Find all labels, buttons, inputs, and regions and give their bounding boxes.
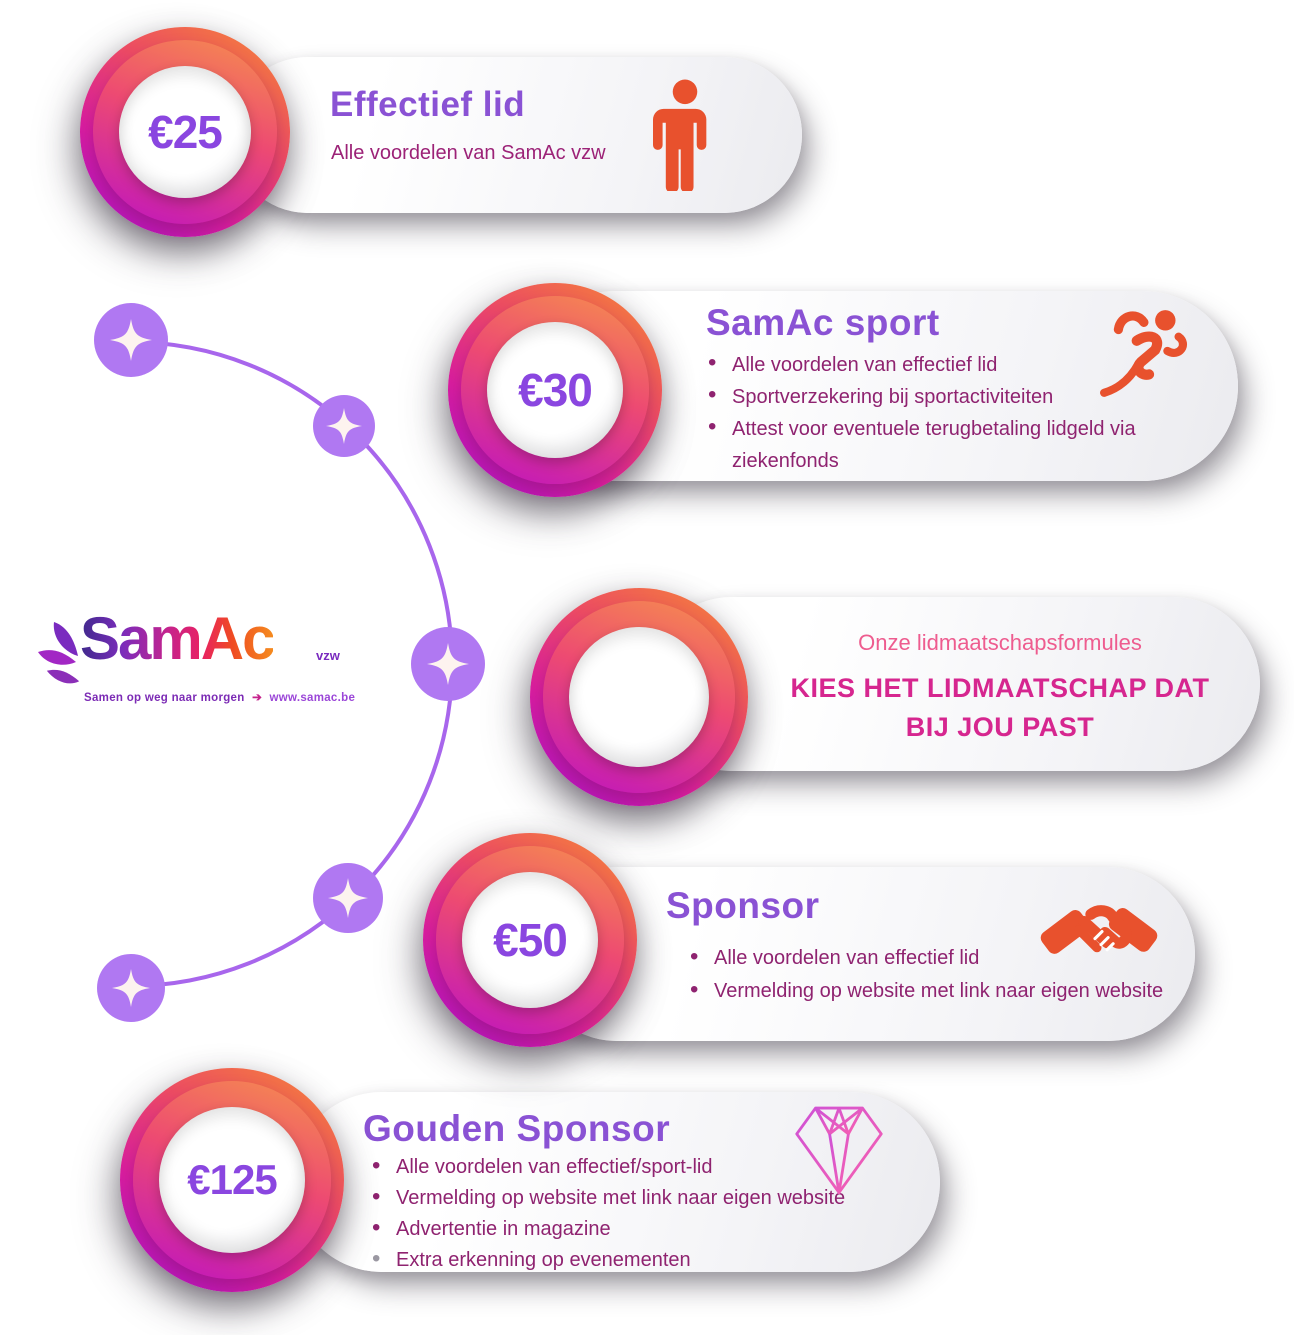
center-heading-line1: KIES HET LIDMAATSCHAP DAT: [790, 673, 1210, 703]
sparkle-node: [313, 395, 375, 457]
sparkle-node: [313, 863, 383, 933]
price-badge-gouden-sponsor: €125: [120, 1068, 344, 1292]
diamond-icon: [780, 1094, 898, 1207]
benefit-list: Alle voordelen van effectief lid Sportve…: [706, 347, 1176, 477]
benefit-list: Alle voordelen van effectief/sport-lid V…: [370, 1150, 880, 1276]
tier-card-gouden-sponsor: Gouden Sponsor Alle voordelen van effect…: [292, 1092, 940, 1274]
tier-title: SamAc sport: [706, 302, 940, 343]
card-background: [645, 597, 1260, 771]
card-background: [230, 57, 802, 213]
price-label: €50: [493, 914, 568, 966]
badge-plate: [487, 322, 623, 458]
badge-plate: [569, 627, 709, 767]
samac-logo: SamAc vzw Samen op weg naar morgen ➔ www…: [28, 605, 358, 708]
tier-title: Effectief lid: [330, 85, 526, 124]
logo-tagline: Samen op weg naar morgen ➔ www.samac.be: [84, 690, 355, 704]
price-label: €125: [187, 1156, 277, 1203]
logo-url: www.samac.be: [269, 691, 356, 704]
benefit-item: Alle voordelen van effectief/sport-lid: [370, 1150, 880, 1183]
logo-petals-icon: [38, 622, 80, 684]
tier-card-sponsor: Sponsor Alle voordelen van effectief lid…: [530, 867, 1195, 1041]
sparkle-node: [97, 954, 165, 1022]
tier-subtitle: Alle voordelen van SamAc vzw: [331, 142, 606, 164]
tier-card-effectief-lid: Effectief lid Alle voordelen van SamAc v…: [230, 57, 802, 213]
benefit-item: Vermelding op website met link naar eige…: [370, 1181, 880, 1214]
price-badge-samac-sport: €30: [448, 283, 662, 497]
benefit-item: Sportverzekering bij sportactiviteiten: [706, 379, 1176, 413]
benefit-item: Alle voordelen van effectief lid: [688, 940, 1198, 975]
center-heading-line2: BIJ JOU PAST: [905, 712, 1095, 742]
benefit-item: Alle voordelen van effectief lid: [706, 347, 1176, 381]
badge-plate: [159, 1107, 305, 1253]
badge-plate: [462, 872, 598, 1008]
sparkle-node: [94, 303, 168, 377]
logo-suffix: vzw: [316, 648, 340, 663]
tagline-text: Samen op weg naar morgen: [84, 691, 245, 704]
center-card-lidmaatschap: Onze lidmaatschapsformules KIES HET LIDM…: [645, 597, 1260, 771]
runner-icon: [1098, 306, 1200, 405]
tier-title: Gouden Sponsor: [363, 1108, 671, 1149]
benefit-item: Vermelding op website met link naar eige…: [688, 973, 1198, 1008]
badge-plate: [119, 66, 251, 198]
center-heading: KIES HET LIDMAATSCHAP DAT BIJ JOU PAST: [760, 669, 1240, 747]
benefit-item: Attest voor eventuele terugbetaling lidg…: [706, 411, 1176, 477]
center-badge-empty: [530, 588, 748, 806]
price-label: €30: [518, 364, 593, 416]
benefit-item: Advertentie in magazine: [370, 1212, 880, 1245]
benefit-item: Extra erkenning op evenementen: [370, 1243, 880, 1276]
handshake-icon: [1038, 885, 1160, 976]
logo-wordmark: SamAc: [80, 605, 275, 672]
center-eyebrow: Onze lidmaatschapsformules: [858, 630, 1142, 655]
price-badge-effectief-lid: €25: [80, 27, 290, 237]
person-icon: [652, 79, 718, 196]
benefit-list: Alle voordelen van effectief lid Vermeld…: [688, 940, 1198, 1008]
price-label: €25: [148, 106, 223, 158]
arrow-icon: ➔: [252, 691, 263, 704]
sparkle-node: [411, 627, 485, 701]
price-badge-sponsor: €50: [423, 833, 637, 1047]
tier-title: Sponsor: [666, 885, 820, 926]
